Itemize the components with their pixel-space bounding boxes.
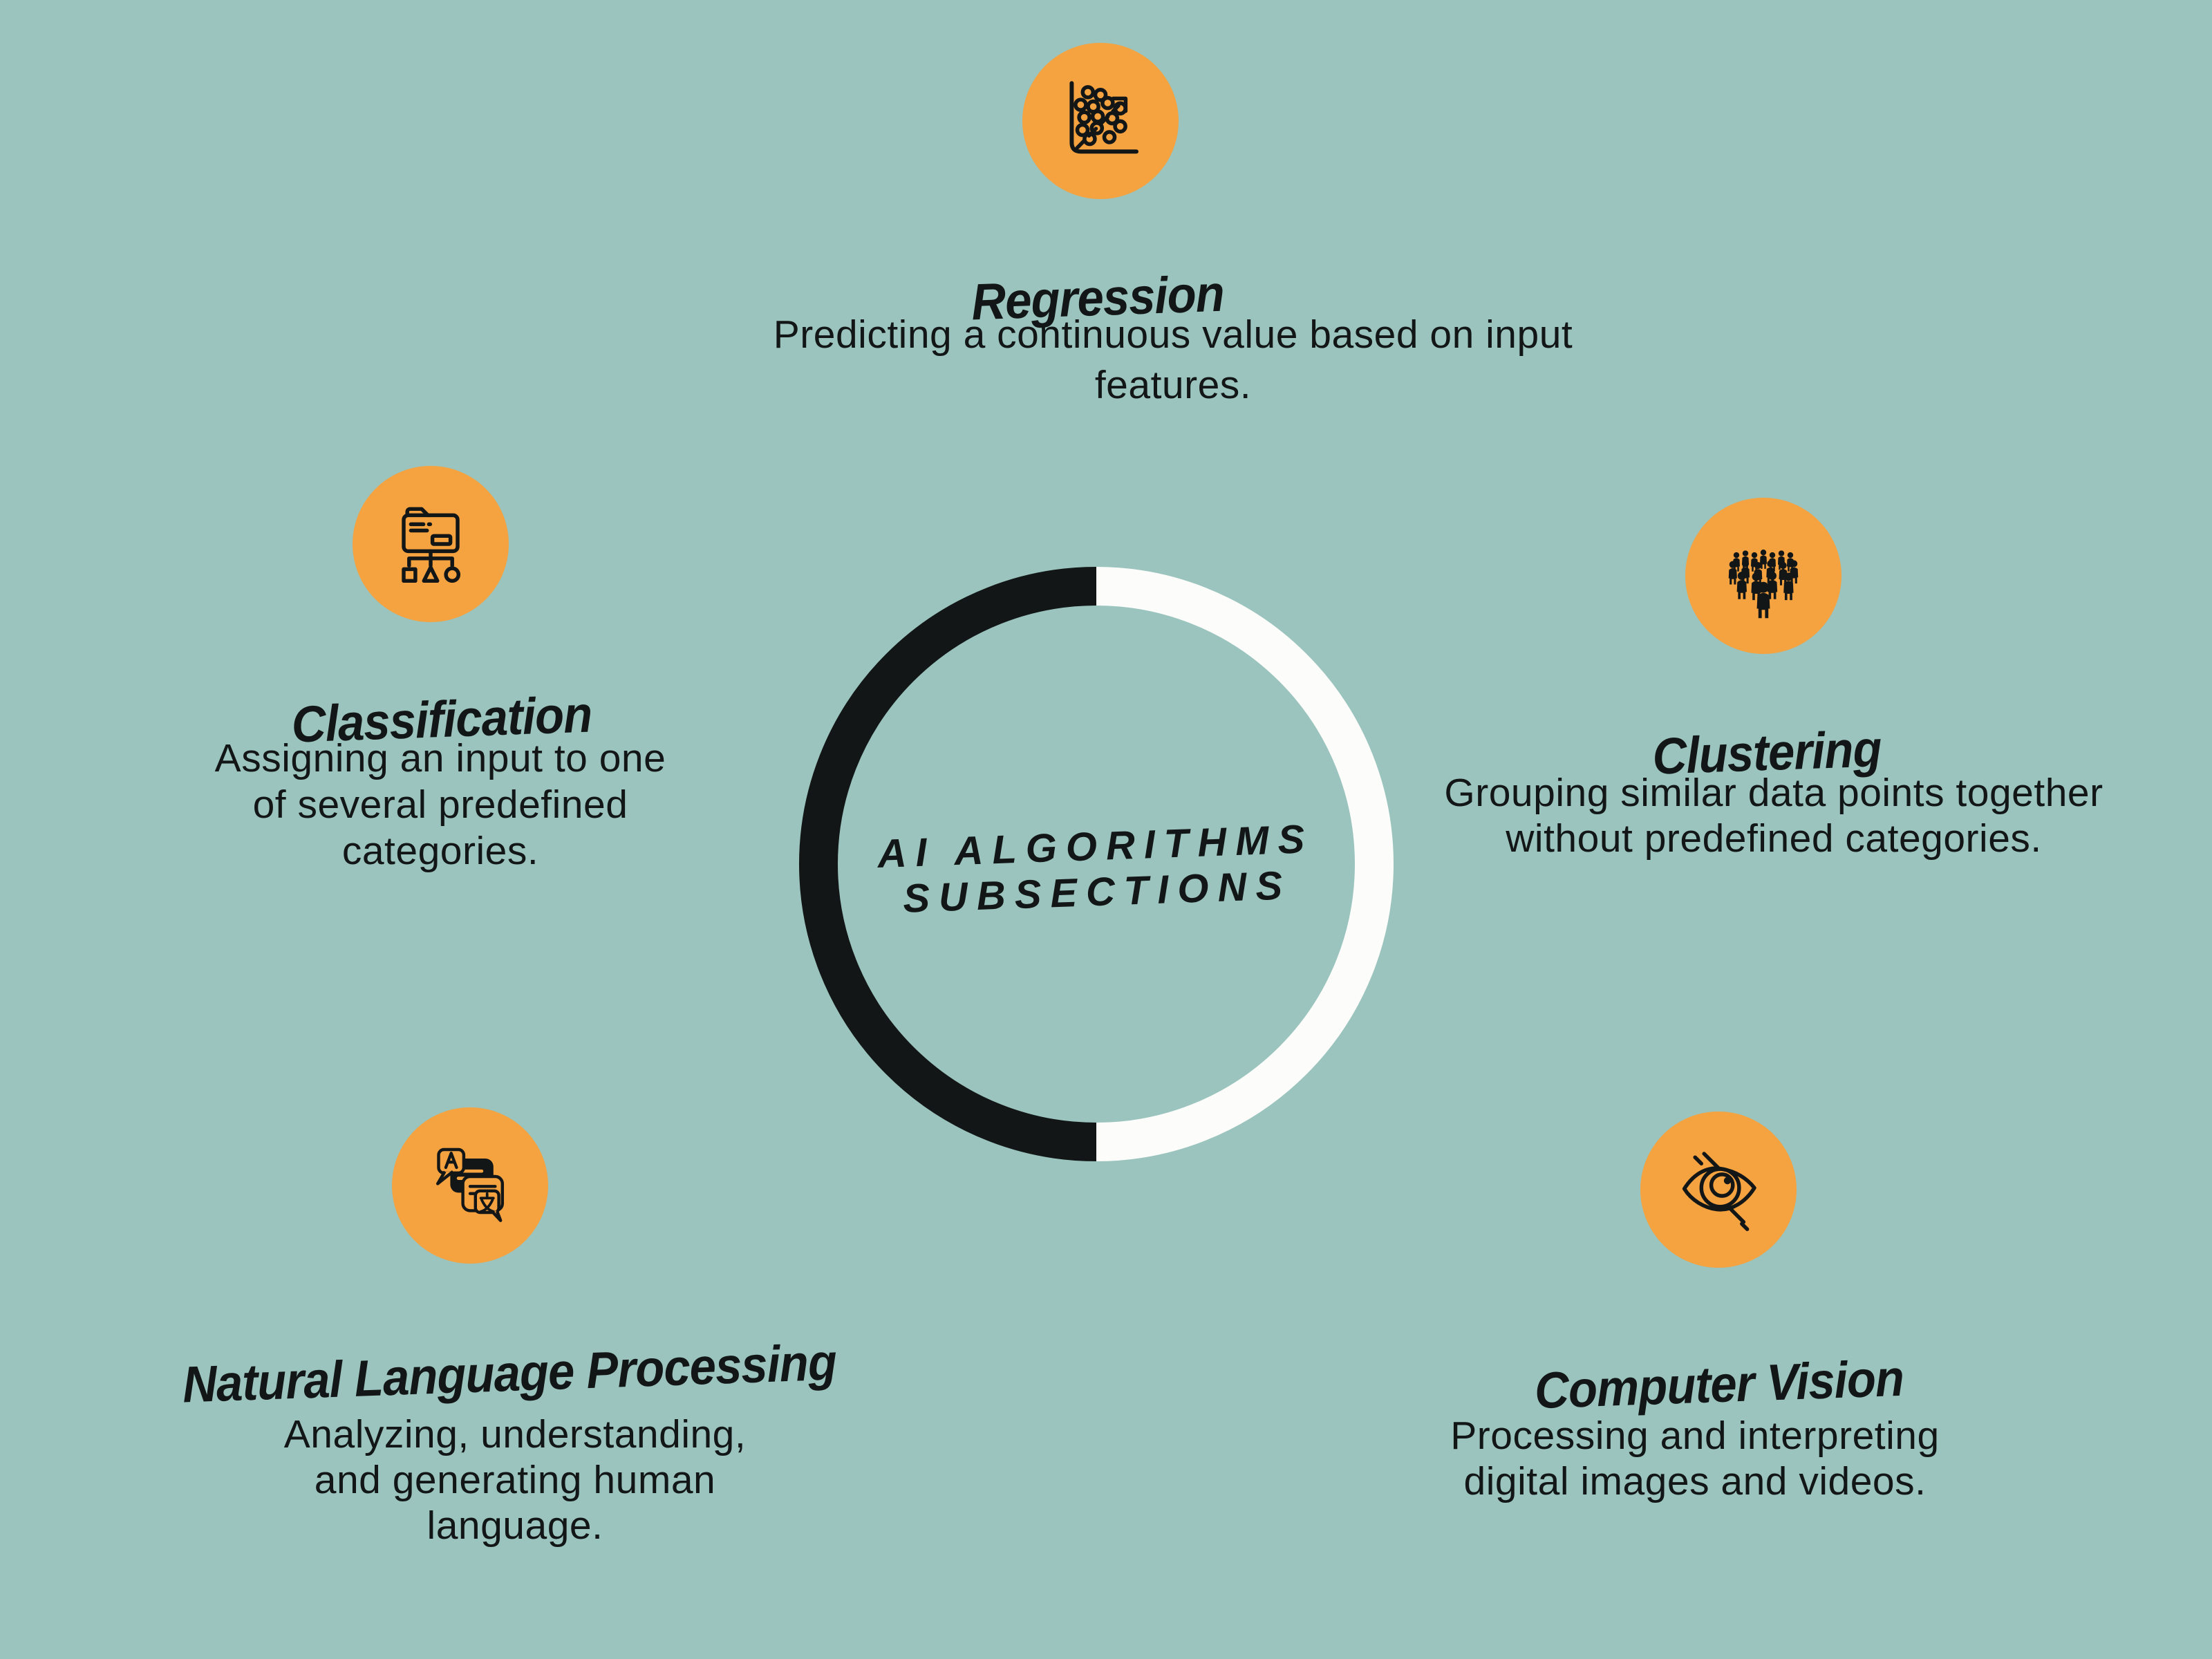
desc-line: and generating human	[314, 1458, 716, 1502]
desc-line: Analyzing, understanding,	[283, 1412, 747, 1456]
clustering-icon-badge	[1685, 498, 1841, 654]
desc-line: categories.	[341, 829, 539, 873]
section-desc-regression: Predicting a continuous value based on i…	[774, 310, 1573, 411]
desc-line: digital images and videos.	[1463, 1459, 1927, 1503]
section-title-cv: Computer Vision	[1533, 1349, 1905, 1420]
classification-icon-badge	[353, 466, 509, 622]
section-desc-cv: Processing and interpreting digital imag…	[1450, 1413, 1939, 1504]
desc-line: language.	[427, 1503, 603, 1548]
ring-right-white-half	[1096, 567, 1394, 1161]
section-desc-nlp: Analyzing, understanding, and generating…	[284, 1412, 746, 1548]
section-desc-classification: Assigning an input to one of several pre…	[215, 735, 666, 874]
desc-line: Predicting a continuous value based on i…	[773, 312, 1573, 357]
regression-icon-badge	[1022, 43, 1179, 199]
eye-scan-icon	[1682, 1152, 1756, 1231]
diagram-title: AI ALGORITHMS SUBSECTIONS	[877, 816, 1315, 923]
desc-line: Processing and interpreting	[1450, 1414, 1940, 1458]
desc-line: Grouping similar data points together	[1444, 771, 2103, 815]
crowd-icon	[1728, 550, 1799, 619]
folder-classification-icon	[402, 507, 461, 583]
desc-line: features.	[1094, 363, 1252, 407]
desc-line: without predefined categories.	[1506, 816, 2042, 861]
ring-left-black-half	[799, 567, 1097, 1161]
translation-chat-icon	[435, 1147, 505, 1222]
section-desc-clustering: Grouping similar data points together wi…	[1444, 770, 2103, 861]
desc-line: of several predefined	[252, 782, 628, 827]
center-ring	[799, 567, 1394, 1161]
desc-line: Assigning an input to one	[214, 736, 666, 780]
cv-icon-badge	[1640, 1112, 1797, 1268]
nlp-icon-badge	[392, 1107, 548, 1264]
scatter-plot-icon	[1069, 81, 1138, 154]
section-title-nlp: Natural Language Processing	[181, 1333, 838, 1414]
